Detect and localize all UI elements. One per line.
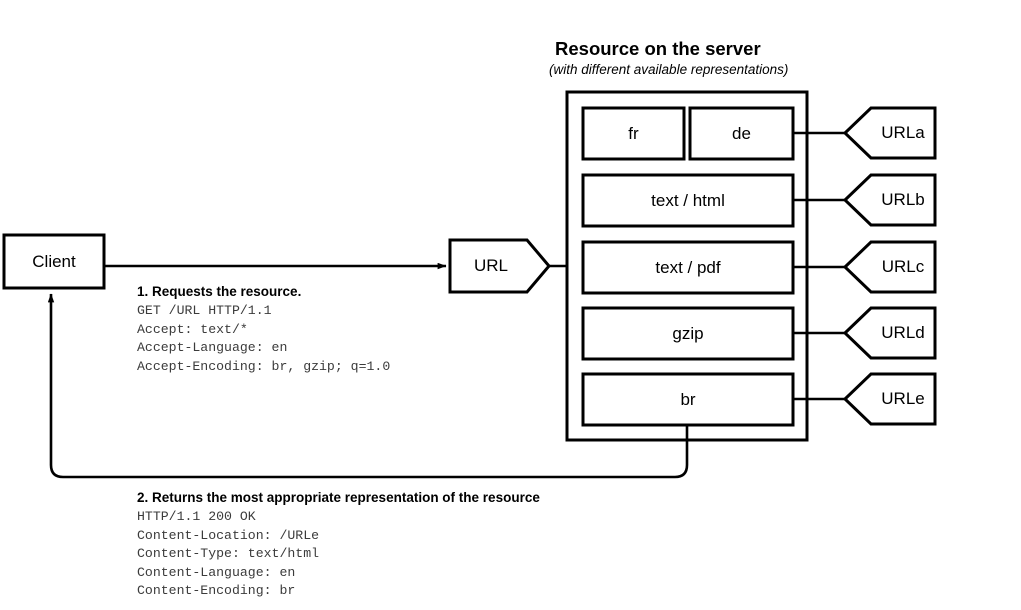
url-tag-urlb[interactable] <box>842 173 937 227</box>
response-message-body: HTTP/1.1 200 OK Content-Location: /URLe … <box>137 509 320 598</box>
representation-box-text-html[interactable] <box>581 173 795 228</box>
request-url-tag[interactable] <box>448 238 551 294</box>
client-box[interactable] <box>2 233 106 290</box>
url-tag-urla[interactable] <box>842 106 937 160</box>
representation-box-gzip[interactable] <box>581 306 795 361</box>
url-tag-urle[interactable] <box>842 372 937 426</box>
representation-box-fr[interactable] <box>581 106 686 161</box>
diagram-title: Resource on the server <box>555 38 761 59</box>
response-message-block: 2. Returns the most appropriate represen… <box>137 489 540 601</box>
representation-box-br[interactable] <box>581 372 795 427</box>
representation-box-text-pdf[interactable] <box>581 240 795 295</box>
request-message-block: 1. Requests the resource. GET /URL HTTP/… <box>137 283 390 376</box>
response-message-title: 2. Returns the most appropriate represen… <box>137 490 540 505</box>
representation-box-de[interactable] <box>688 106 795 161</box>
url-tag-urld[interactable] <box>842 306 937 360</box>
request-message-title: 1. Requests the resource. <box>137 284 302 299</box>
diagram-subtitle: (with different available representation… <box>549 62 789 77</box>
response-arrow-path <box>47 293 689 479</box>
request-message-body: GET /URL HTTP/1.1 Accept: text/* Accept-… <box>137 303 391 374</box>
url-tag-urlc[interactable] <box>842 240 937 294</box>
